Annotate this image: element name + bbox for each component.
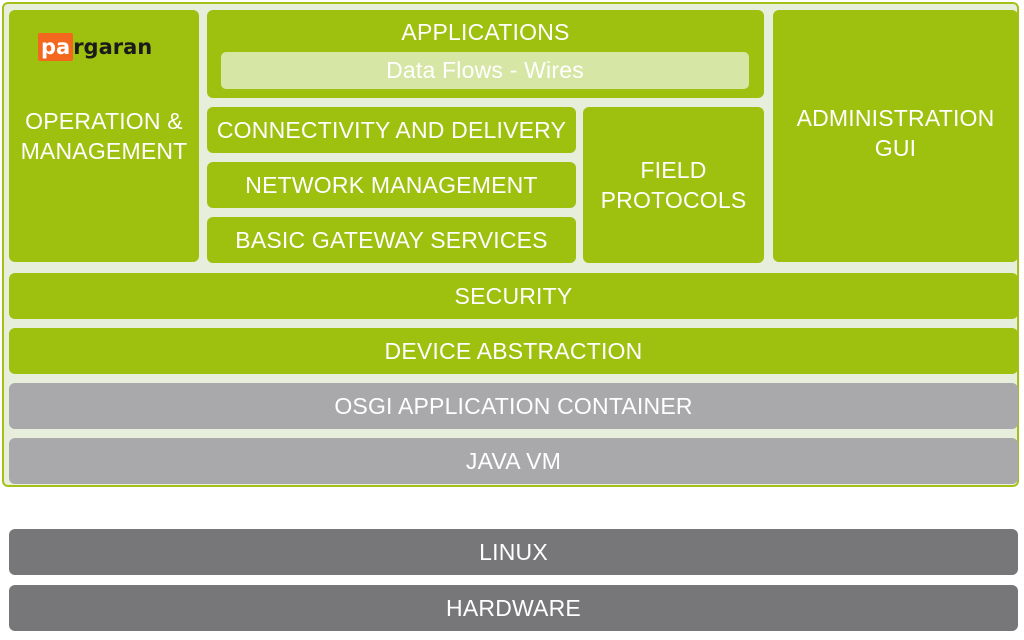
connectivity-delivery-block: CONNECTIVITY AND DELIVERY [207,107,576,153]
field-protocols-block: FIELD PROTOCOLS [583,107,764,263]
network-management-block: NETWORK MANAGEMENT [207,162,576,208]
applications-label: APPLICATIONS [401,19,570,45]
data-flows-wires-bar: Data Flows - Wires [221,52,749,89]
administration-gui-block: ADMINISTRATION GUI [773,10,1018,262]
logo-mark: pa [38,33,74,61]
pargaran-logo: pa rgaran [38,33,152,61]
basic-gateway-services-block: BASIC GATEWAY SERVICES [207,217,576,263]
java-vm-layer: JAVA VM [9,438,1018,484]
hardware-layer: HARDWARE [9,585,1018,631]
logo-text: rgaran [73,35,153,59]
device-abstraction-layer: DEVICE ABSTRACTION [9,328,1018,374]
linux-layer: LINUX [9,529,1018,575]
osgi-application-container-layer: OSGI APPLICATION CONTAINER [9,383,1018,429]
security-layer: SECURITY [9,273,1018,319]
